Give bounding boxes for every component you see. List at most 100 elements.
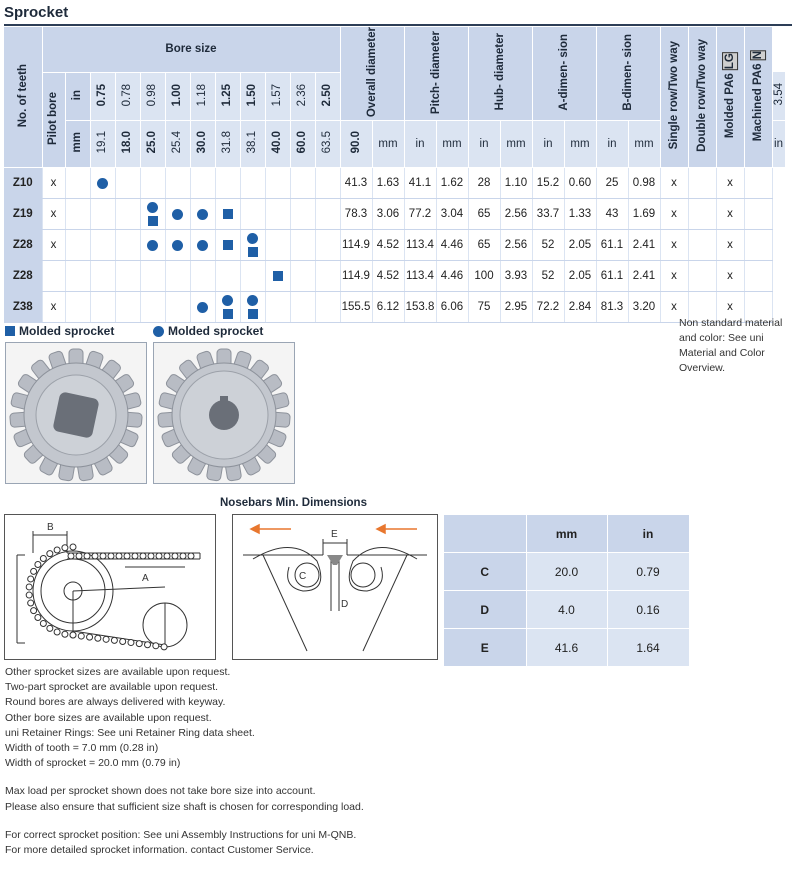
bore-mm-header: 63.5 — [315, 120, 341, 169]
bore-cell — [265, 229, 291, 262]
bore-cell — [140, 229, 166, 262]
note-line: For more detailed sprocket information. … — [5, 844, 314, 857]
bore-cell — [190, 260, 216, 293]
square-marker-icon — [5, 326, 15, 336]
bore-mm-header: 38.1 — [240, 120, 266, 169]
sprocket-spec-table: No. of teeth Bore size Overall diameter … — [4, 27, 786, 324]
bore-in-header: 1.57 — [265, 72, 291, 122]
bore-cell — [115, 229, 141, 262]
single-row-cell: x — [660, 291, 689, 324]
dimension-cell: 2.41 — [628, 229, 661, 262]
pilot-bore-cell: x — [42, 198, 66, 231]
teeth-cell: Z28 — [4, 260, 43, 293]
note-line: Width of sprocket = 20.0 mm (0.79 in) — [5, 757, 181, 770]
bore-cell — [240, 198, 266, 231]
dimension-cell: 61.1 — [596, 260, 629, 293]
double-row-cell — [688, 167, 717, 200]
square-marker-icon — [147, 216, 158, 227]
dimension-cell: 3.93 — [500, 260, 533, 293]
dimension-cell: 2.56 — [500, 229, 533, 262]
teeth-cell: Z38 — [4, 291, 43, 324]
bore-cell — [115, 291, 141, 324]
bore-cell — [190, 291, 216, 324]
dimension-cell: 65 — [468, 229, 501, 262]
dimension-cell: 113.4 — [404, 229, 437, 262]
dimension-cell: 2.95 — [500, 291, 533, 324]
square-marker-icon — [222, 209, 233, 220]
bore-cell — [290, 198, 316, 231]
col-header-overall-diameter: Overall diameter — [340, 27, 405, 122]
col-header-b-dimension: B-dimen- sion — [596, 27, 661, 122]
dimension-cell: 77.2 — [404, 198, 437, 231]
sprocket-square-bore-image — [5, 342, 147, 484]
dimension-cell: 3.20 — [628, 291, 661, 324]
dim-unit-header: in — [468, 120, 501, 169]
square-marker-icon — [247, 247, 258, 258]
nosebar-diagram: E C D — [232, 514, 438, 660]
nosebar-row-label: C — [444, 552, 527, 591]
dimension-cell: 41.3 — [340, 167, 373, 200]
bore-mm-header: 25.4 — [165, 120, 191, 169]
bore-cell — [115, 198, 141, 231]
molded-cell: x — [716, 198, 745, 231]
dimension-cell: 4.46 — [436, 229, 469, 262]
bore-cell — [215, 167, 241, 200]
bore-cell — [165, 198, 191, 231]
bore-cell — [215, 260, 241, 293]
pilot-bore-cell: x — [42, 291, 66, 324]
bore-cell — [315, 229, 341, 262]
bore-mm-header: 90.0 — [340, 120, 373, 169]
pilot-bore-cell: x — [42, 229, 66, 262]
molded-cell: x — [716, 260, 745, 293]
dimension-cell: 4.46 — [436, 260, 469, 293]
bore-cell — [165, 167, 191, 200]
dimension-cell: 1.63 — [372, 167, 405, 200]
bore-cell — [240, 291, 266, 324]
label-d: D — [341, 599, 348, 610]
circle-marker-icon — [172, 239, 183, 251]
teeth-cell: Z10 — [4, 167, 43, 200]
single-row-cell: x — [660, 167, 689, 200]
nosebars-title: Nosebars Min. Dimensions — [220, 497, 367, 509]
nosebar-dimensions-table: mm in C 20.0 0.79 D 4.0 0.16 E 41.6 1.64 — [444, 515, 690, 667]
machined-cell — [744, 229, 773, 262]
bore-cell — [90, 291, 116, 324]
dim-unit-header: mm — [628, 120, 661, 169]
dimension-cell: 3.04 — [436, 198, 469, 231]
circle-marker-icon — [147, 239, 158, 251]
circle-marker-icon — [153, 325, 164, 337]
note-line: Max load per sprocket shown does not tak… — [5, 785, 316, 798]
bore-in-header: 3.54 — [772, 72, 786, 122]
machined-cell — [744, 260, 773, 293]
bore-in-header: 0.78 — [115, 72, 141, 122]
material-note: Non standard material and color: See uni… — [679, 317, 783, 374]
bore-cell — [215, 198, 241, 231]
circle-marker-icon — [247, 233, 258, 245]
label-a: A — [142, 573, 149, 584]
bore-cell — [140, 260, 166, 293]
bore-cell — [240, 167, 266, 200]
label-c: C — [299, 571, 306, 582]
chain-diagram: B A — [4, 514, 216, 660]
col-header-bore-size: Bore size — [42, 27, 341, 73]
legend-circle: Molded sprocket — [153, 324, 263, 338]
bore-cell — [90, 229, 116, 262]
col-header-single-row: Single row/Two way — [660, 27, 689, 169]
dimension-cell: 33.7 — [532, 198, 565, 231]
machined-cell — [744, 167, 773, 200]
bore-cell — [290, 291, 316, 324]
dimension-cell: 43 — [596, 198, 629, 231]
dimension-cell: 155.5 — [340, 291, 373, 324]
square-marker-icon — [272, 271, 283, 282]
col-header-teeth: No. of teeth — [4, 27, 43, 169]
note-line: Width of tooth = 7.0 mm (0.28 in) — [5, 742, 159, 755]
nosebar-value: 20.0 — [526, 552, 608, 591]
dimension-cell: 6.06 — [436, 291, 469, 324]
col-header-pitch-diameter: Pitch- diameter — [404, 27, 469, 122]
circle-marker-icon — [222, 295, 233, 307]
circle-marker-icon — [197, 208, 208, 220]
nosebar-value: 0.16 — [607, 590, 690, 629]
